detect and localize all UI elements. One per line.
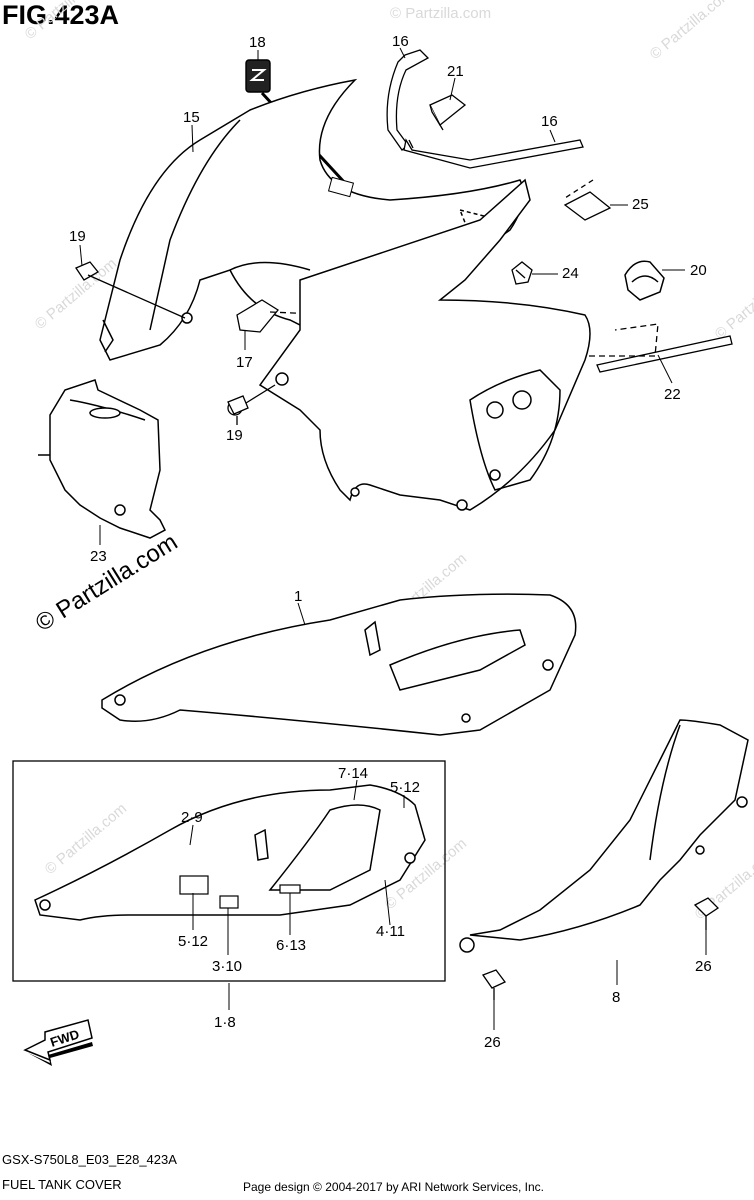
callout-22: 22 <box>664 386 681 403</box>
watermark-faint: © Partzilla.com <box>390 5 491 22</box>
callout-15: 15 <box>183 109 200 126</box>
part-8-side-panel[interactable] <box>459 719 749 953</box>
part-21-pad[interactable] <box>429 94 467 131</box>
figure-title: FIG.423A <box>2 0 120 30</box>
callout-21: 21 <box>447 63 464 80</box>
watermark-faint: © Partzilla.com <box>647 0 735 63</box>
tank-cover-lower-body[interactable] <box>258 178 591 511</box>
callout-4-11: 4·11 <box>376 923 405 940</box>
callout-26: 26 <box>484 1034 501 1051</box>
callout-16: 16 <box>392 33 409 50</box>
part-1-side-cover[interactable] <box>101 593 577 736</box>
copyright-notice: Page design © 2004-2017 by ARI Network S… <box>243 1180 545 1194</box>
callout-23: 23 <box>90 548 107 565</box>
model-code: GSX-S750L8_E03_E28_423A <box>2 1152 177 1167</box>
leader-lines <box>79 47 707 1030</box>
callout-6-13: 6·13 <box>276 937 306 954</box>
callout-8: 8 <box>612 989 620 1006</box>
callout-labels: 18 16 21 15 16 25 19 24 20 17 22 19 23 1… <box>69 33 712 1051</box>
callout-3-10: 3·10 <box>212 958 242 975</box>
part-19-screw[interactable] <box>75 261 186 319</box>
side-cover-assembly[interactable] <box>34 784 426 921</box>
callout-1-8: 1·8 <box>214 1014 236 1031</box>
callout-24: 24 <box>562 265 579 282</box>
callout-2-9: 2·9 <box>181 809 203 826</box>
callout-26: 26 <box>695 958 712 975</box>
callout-18: 18 <box>249 34 266 51</box>
section-name: FUEL TANK COVER <box>2 1177 122 1192</box>
callout-5-12: 5·12 <box>390 779 420 796</box>
callout-5-12: 5·12 <box>178 933 208 950</box>
part-24-clip[interactable] <box>511 261 533 285</box>
callout-25: 25 <box>632 196 649 213</box>
callout-19: 19 <box>69 228 86 245</box>
callout-19: 19 <box>226 427 243 444</box>
part-26-clip[interactable] <box>481 897 720 1000</box>
part-23-bracket[interactable] <box>38 379 166 539</box>
part-20-rubber[interactable] <box>624 260 665 301</box>
callout-7-14: 7·14 <box>338 765 368 782</box>
forward-arrow-icon: FWD <box>23 1019 93 1066</box>
part-15-tank-cover[interactable] <box>99 78 525 361</box>
watermark-faint: © Partzilla.com <box>22 0 110 43</box>
part-16-trim-strip[interactable] <box>386 49 584 169</box>
part-19-screw-lower[interactable] <box>227 384 276 425</box>
callout-17: 17 <box>236 354 253 371</box>
watermark-primary: © Partzilla.com <box>31 528 182 637</box>
part-25-pad[interactable] <box>563 179 612 221</box>
callout-1: 1 <box>294 588 302 605</box>
callout-16: 16 <box>541 113 558 130</box>
assembly-group-box <box>12 760 446 982</box>
watermark-faint: © Partzilla.com <box>712 265 754 343</box>
callout-20: 20 <box>690 262 707 279</box>
